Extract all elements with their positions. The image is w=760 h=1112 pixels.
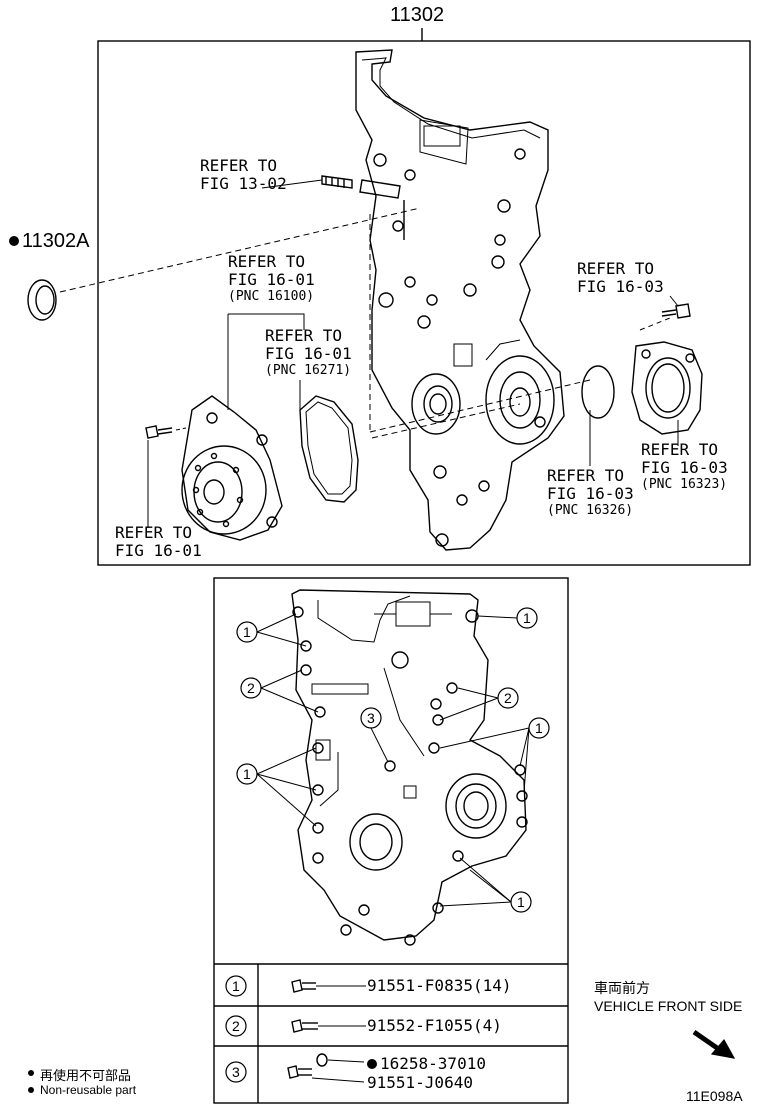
table-bolt-2 [291, 1019, 366, 1033]
o-ring [581, 365, 615, 419]
top-frame [97, 40, 751, 566]
table-part-91552-F1055[interactable]: 91552-F1055(4) [367, 1016, 502, 1035]
callout-line3: (PNC 16100) [228, 289, 315, 304]
callout-line2: FIG 16-01 [115, 541, 202, 560]
water-pump [181, 395, 283, 541]
callout-fig-16-01-pnc-16100[interactable]: REFER TO FIG 16-01 (PNC 16100) [228, 252, 315, 305]
part-number-11302A[interactable]: 11302A [22, 230, 90, 252]
marker-1: 1 [523, 610, 531, 626]
callout-line2: FIG 16-01 [265, 344, 352, 363]
legend-en: Non-reusable part [40, 1083, 137, 1097]
table-part-91551-J0640[interactable]: 91551-J0640 [367, 1073, 473, 1092]
callout-line2: FIG 16-03 [641, 458, 728, 477]
callout-fig-13-02[interactable]: REFER TO FIG 13-02 [200, 157, 287, 193]
table-index-3: 3 [232, 1064, 240, 1080]
part-number-11302[interactable]: 11302 [390, 4, 445, 26]
callout-line1: REFER TO [577, 259, 655, 278]
callout-fig-16-01-bottom[interactable]: REFER TO FIG 16-01 [115, 524, 202, 560]
callout-line3: (PNC 16326) [547, 503, 634, 518]
water-pump-bolt [145, 425, 173, 439]
table-bolt-3 [287, 1053, 365, 1083]
callout-line1: REFER TO [115, 523, 193, 542]
front-side-jp: 車両前方 [594, 980, 650, 996]
callout-line1: REFER TO [547, 466, 625, 485]
callout-line1: REFER TO [265, 326, 343, 345]
seal-dash-line [59, 207, 421, 293]
marker-2: 2 [247, 680, 255, 696]
oil-seal [27, 279, 57, 321]
timing-cover-front-view [291, 589, 528, 946]
table-index-1: 1 [232, 978, 240, 994]
bolt-frame [213, 577, 569, 1104]
front-arrow [692, 1029, 736, 1059]
table-part-16258-37010[interactable]: 16258-37010 [380, 1054, 486, 1073]
timing-cover-upper [355, 49, 565, 551]
callout-line1: REFER TO [200, 156, 278, 175]
legend-jp: 再使用不可部品 [40, 1068, 132, 1083]
callout-line3: (PNC 16271) [265, 363, 352, 378]
marker-1: 1 [517, 894, 525, 910]
table-bolt-1 [291, 979, 366, 993]
cover-bolt [661, 303, 691, 319]
table-index-2: 2 [232, 1018, 240, 1034]
callout-line2: FIG 16-03 [547, 484, 634, 503]
marker-3: 3 [367, 710, 375, 726]
front-side-en: VEHICLE FRONT SIDE [594, 998, 743, 1014]
marker-1: 1 [243, 624, 251, 640]
callout-line2: FIG 16-01 [228, 270, 315, 289]
callout-line1: REFER TO [641, 440, 719, 459]
callout-fig-16-03-top[interactable]: REFER TO FIG 16-03 [577, 260, 664, 296]
callout-fig-16-03-pnc-16326[interactable]: REFER TO FIG 16-03 (PNC 16326) [547, 466, 634, 519]
marker-2: 2 [504, 690, 512, 706]
figure-code: 11E098A [686, 1088, 743, 1104]
callout-line2: FIG 16-03 [577, 277, 664, 296]
callout-fig-16-01-pnc-16271[interactable]: REFER TO FIG 16-01 (PNC 16271) [265, 326, 352, 379]
callout-line2: FIG 13-02 [200, 174, 287, 193]
stud-bolt [321, 175, 353, 189]
callout-line1: REFER TO [228, 252, 306, 271]
table-part-91551-F0835[interactable]: 91551-F0835(14) [367, 976, 512, 995]
marker-1: 1 [243, 766, 251, 782]
callout-line3: (PNC 16323) [641, 477, 728, 492]
water-pump-gasket [299, 395, 359, 503]
marker-1: 1 [535, 720, 543, 736]
callout-fig-16-03-pnc-16323[interactable]: REFER TO FIG 16-03 (PNC 16323) [641, 440, 728, 493]
pump-cover-gasket [631, 341, 703, 435]
